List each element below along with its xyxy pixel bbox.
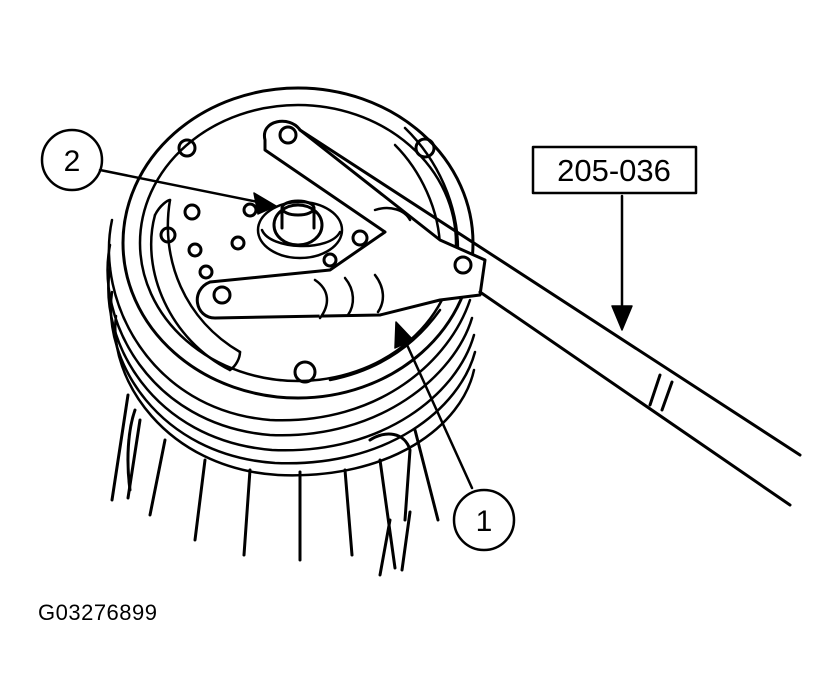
arrow-to-handle-icon xyxy=(611,305,633,331)
center-nut xyxy=(256,199,344,260)
callout-1-label: 1 xyxy=(476,505,493,538)
arrow-to-tool-icon xyxy=(394,321,414,349)
compressor-body xyxy=(110,393,440,577)
tool-handle xyxy=(298,128,802,507)
pulley-grooves xyxy=(106,218,477,477)
callout-circle-2 xyxy=(40,128,104,192)
leader-lines xyxy=(98,168,624,490)
tool-label-box xyxy=(531,145,698,195)
arrowheads xyxy=(253,192,633,349)
figure-id: G03276899 xyxy=(38,600,158,625)
holding-tool-spanner xyxy=(195,119,487,320)
callout-circle-1 xyxy=(452,488,516,552)
tool-number-label: 205-036 xyxy=(557,153,671,188)
arrow-to-nut-icon xyxy=(253,192,277,215)
callout-2-label: 2 xyxy=(64,145,81,178)
